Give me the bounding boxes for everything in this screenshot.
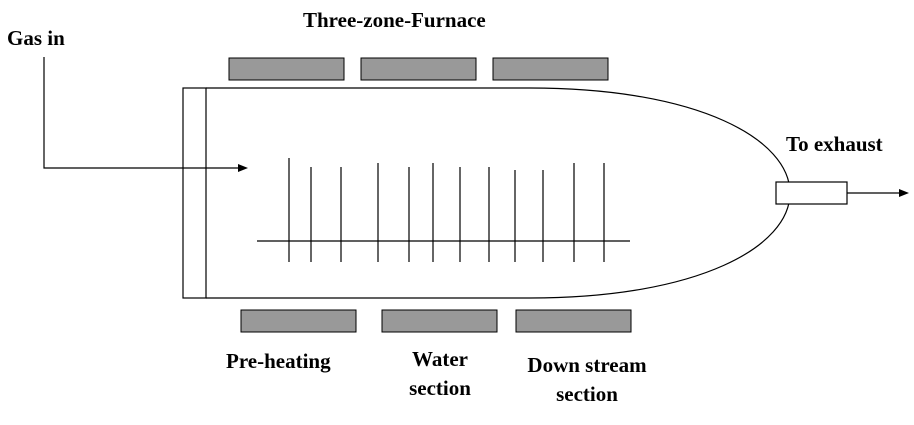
zone-label-water: Water section — [388, 345, 492, 403]
zone-label-water-line1: Water — [412, 347, 468, 371]
furnace-tube — [206, 87, 791, 299]
zone-label-water-line2: section — [409, 376, 471, 400]
bottom-heater-block-2 — [381, 309, 498, 333]
top-heater-block-3 — [492, 57, 609, 81]
bottom-heater-block-1 — [240, 309, 357, 333]
top-heaters — [228, 57, 609, 81]
exhaust-arrow — [847, 189, 909, 197]
exhaust-outlet — [775, 181, 848, 205]
zone-label-downstream-line1: Down stream — [527, 353, 647, 377]
sample-plates — [288, 158, 605, 262]
to-exhaust-label: To exhaust — [786, 132, 883, 156]
gas-in-label: Gas in — [7, 26, 65, 50]
top-heater-block-2 — [360, 57, 477, 81]
zone-label-downstream-line2: section — [556, 382, 618, 406]
diagram-title: Three-zone-Furnace — [303, 8, 486, 32]
top-heater-block-1 — [228, 57, 345, 81]
bottom-heater-block-3 — [515, 309, 632, 333]
bottom-heaters — [240, 309, 632, 333]
gas-in-arrow — [43, 57, 248, 172]
zone-label-preheating: Pre-heating — [226, 349, 331, 373]
end-cap-flange — [182, 87, 207, 299]
zone-label-downstream: Down stream section — [511, 351, 663, 409]
